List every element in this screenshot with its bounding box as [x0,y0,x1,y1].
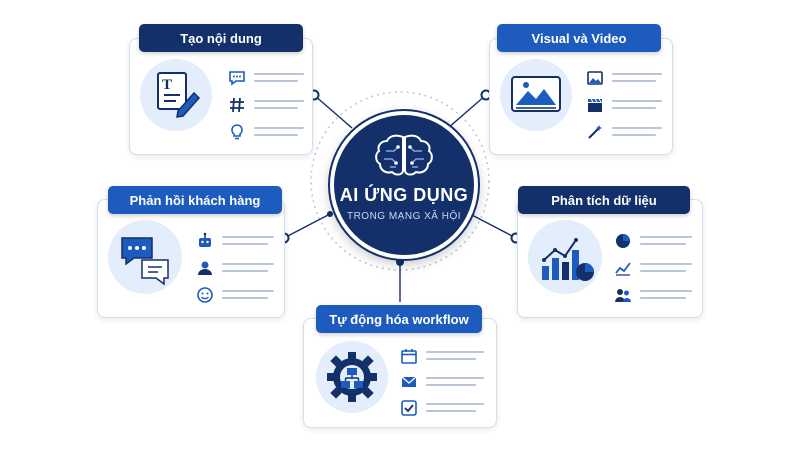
tab-content-creation: Tạo nội dung [139,24,303,52]
list-item [196,259,280,277]
card-workflow-automation [303,318,497,428]
list-item [228,96,308,114]
list-item [196,286,280,304]
robot-icon [199,232,211,247]
svg-text:T: T [162,77,172,93]
hub-title: AI ỨNG DỤNG [339,185,469,205]
hashtag-icon [230,97,244,113]
tab-workflow-automation: Tự động hóa workflow [316,305,482,333]
user-icon [198,261,212,275]
smiley-icon [197,287,213,303]
analytics-illustration [528,220,602,294]
list-item [586,123,666,141]
card-visual-video [489,38,673,155]
card-data-analytics [517,199,703,318]
list-item [586,69,666,87]
image-icon [587,71,603,85]
list-item [614,259,698,277]
list-item [400,347,490,365]
list-item [586,96,666,114]
tab-visual-video: Visual và Video [497,24,661,52]
brain-icon [375,134,433,176]
automation-illustration [316,341,388,413]
gear-workflow-icon [327,352,377,402]
center-hub: AI ỨNG DỤNG TRONG MẠNG XÃ HỘI [330,111,478,259]
video-illustration [500,59,572,131]
checkbox-icon [401,400,417,416]
list-item [228,69,308,87]
calendar-icon [401,349,417,364]
lightbulb-icon [231,124,243,140]
document-edit-illustration: T [140,59,212,131]
chat-bubbles-icon [121,237,169,286]
chat-icon [229,71,245,86]
hub-subtitle: TRONG MẠNG XÃ HỘI [346,211,462,222]
video-player-icon [511,76,561,112]
bar-chart-icon [542,238,594,281]
list-item [228,123,308,141]
magic-wand-icon [588,125,602,139]
list-item [196,232,280,250]
card-content-creation: T [129,38,313,155]
list-item [614,286,698,304]
list-item [400,399,490,417]
document-pen-icon: T [157,72,201,118]
mail-icon [401,376,417,387]
chat-illustration [108,220,182,294]
card-customer-feedback [97,199,285,318]
line-chart-icon [615,262,631,276]
pie-chart-icon [616,234,630,248]
tab-customer-feedback: Phản hồi khách hàng [108,186,282,214]
tab-data-analytics: Phân tích dữ liệu [518,186,690,214]
clapperboard-icon [588,98,602,112]
users-icon [615,289,631,302]
list-item [400,373,490,391]
list-item [614,232,698,250]
